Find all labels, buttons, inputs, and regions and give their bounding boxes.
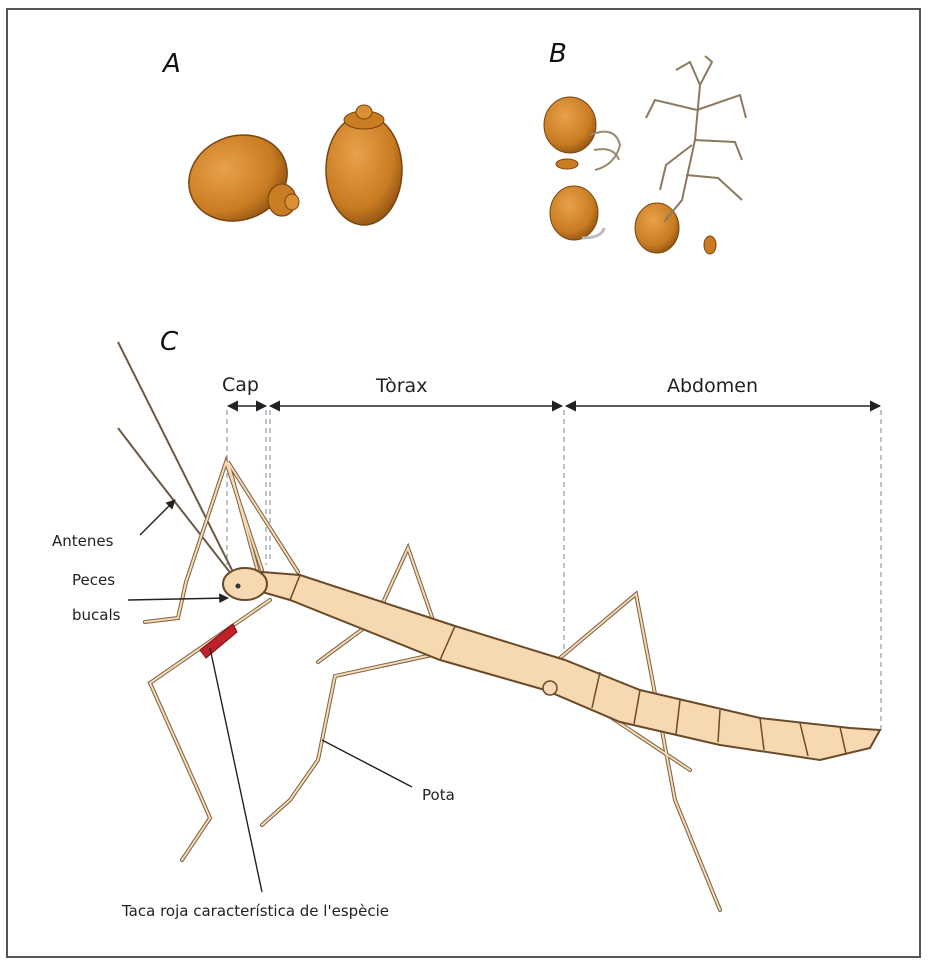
callout-leg: Pota <box>422 786 455 804</box>
segment-abdomen-label: Abdomen <box>667 375 758 397</box>
callout-red-spot: Taca roja característica de l'espècie <box>121 902 389 920</box>
nymph <box>646 56 746 222</box>
insect-body <box>223 568 880 760</box>
panel-a-label: A <box>161 49 181 79</box>
segment-head-label: Cap <box>222 374 259 396</box>
callout-mouthparts-2: bucals <box>72 606 121 624</box>
segment-thorax-label: Tòrax <box>375 375 427 397</box>
insect-eye <box>236 584 241 589</box>
callout-antennae: Antenes <box>52 532 114 550</box>
red-spot-marker <box>200 624 237 658</box>
antennae <box>118 342 232 575</box>
legs <box>145 462 720 910</box>
egg-a1 <box>177 121 300 234</box>
egg-a2 <box>326 105 402 225</box>
legs-fill <box>145 462 720 910</box>
insect-head <box>223 568 267 600</box>
callout-mouthparts-1: Peces <box>72 571 115 589</box>
panel-c-label: C <box>160 327 179 357</box>
panel-b-label: B <box>549 39 567 69</box>
